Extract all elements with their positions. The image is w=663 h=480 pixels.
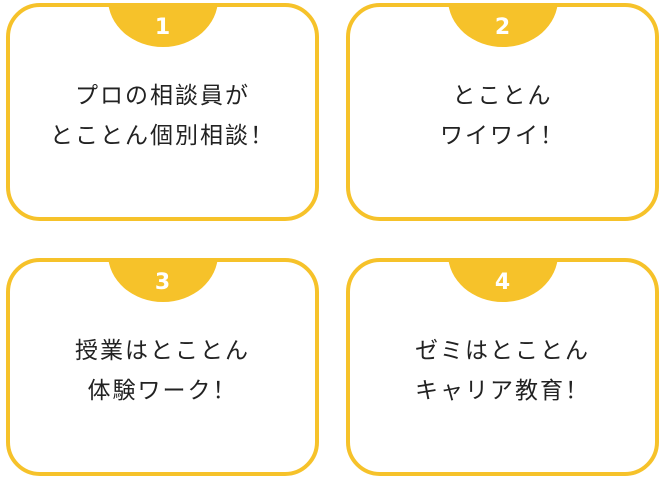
card-text-line-2: キャリア教育！ <box>415 378 590 404</box>
card-number: 2 <box>494 15 511 40</box>
card-text-line-1: ゼミはとことん <box>415 338 590 364</box>
card-text: ゼミはとことん キャリア教育！ <box>360 262 645 472</box>
card-text: 授業はとことん 体験ワーク！ <box>20 262 305 472</box>
card-text-line-2: とことん個別相談！ <box>50 123 275 149</box>
feature-card-4: 4 ゼミはとことん キャリア教育！ <box>346 258 659 476</box>
card-text: とことん ワイワイ！ <box>360 7 645 217</box>
card-number: 1 <box>154 15 171 40</box>
card-text-line-1: 授業はとことん <box>75 338 250 364</box>
card-number: 4 <box>494 270 511 295</box>
card-text: プロの相談員が とことん個別相談！ <box>20 7 305 217</box>
card-text-line-2: 体験ワーク！ <box>87 378 238 404</box>
feature-card-3: 3 授業はとことん 体験ワーク！ <box>6 258 319 476</box>
card-number: 3 <box>154 270 171 295</box>
card-text-line-1: プロの相談員が <box>75 83 250 109</box>
card-text-line-1: とことん <box>452 83 553 109</box>
feature-card-1: 1 プロの相談員が とことん個別相談！ <box>6 3 319 221</box>
feature-card-2: 2 とことん ワイワイ！ <box>346 3 659 221</box>
card-text-line-2: ワイワイ！ <box>440 123 565 149</box>
